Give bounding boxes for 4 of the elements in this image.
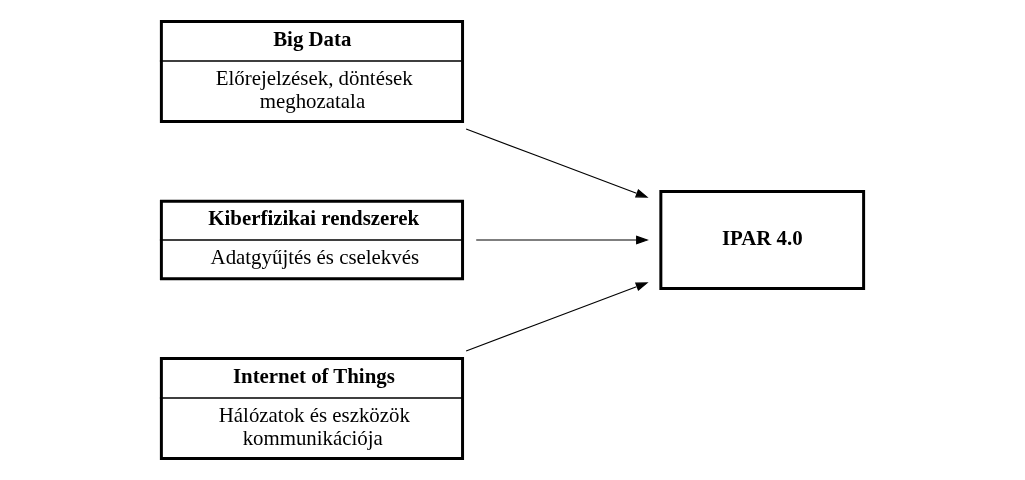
node-box: IPAR 4.0 <box>659 190 866 290</box>
arrow <box>475 235 649 245</box>
arrow <box>465 128 649 198</box>
arrow <box>465 282 649 352</box>
